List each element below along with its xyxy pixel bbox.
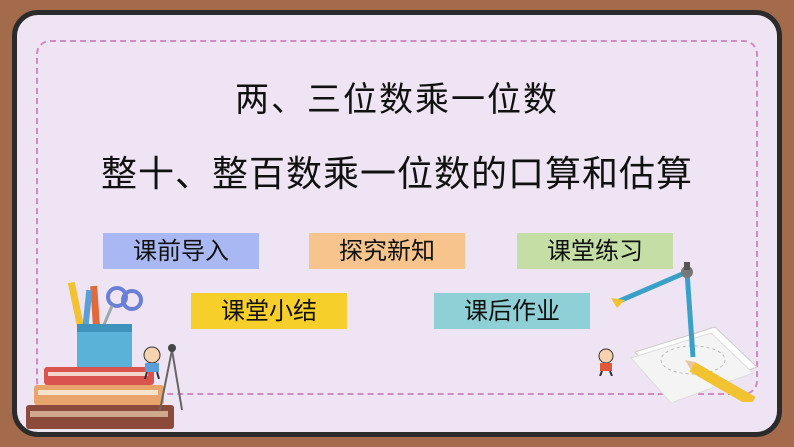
slide-inner-border (36, 40, 758, 395)
cartoon-kid-icon (598, 348, 614, 376)
nav-button-summary[interactable]: 课堂小结 (191, 293, 347, 329)
compass-paper-illustration (611, 262, 758, 402)
nav-button-explore[interactable]: 探究新知 (309, 233, 465, 269)
slide-subtitle: 整十、整百数乘一位数的口算和估算 (100, 154, 693, 195)
nav-button-intro[interactable]: 课前导入 (103, 233, 259, 269)
nav-button-homework[interactable]: 课后作业 (434, 293, 590, 329)
slide-title: 两、三位数乘一位数 (235, 80, 559, 120)
books-pencil-cup-illustration (26, 281, 183, 429)
cartoon-kid-icon (143, 346, 161, 379)
nav-button-practice[interactable]: 课堂练习 (517, 233, 673, 269)
